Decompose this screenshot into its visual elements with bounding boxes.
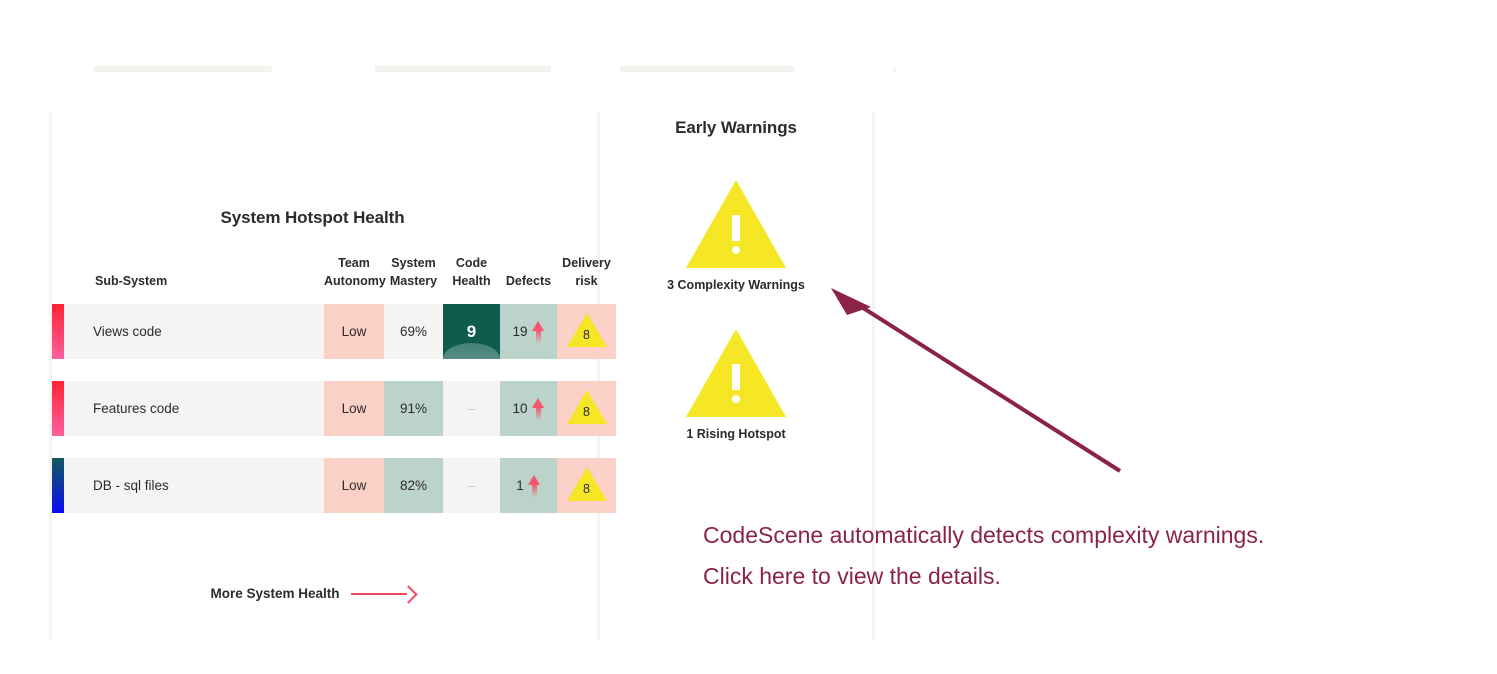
cell-sub-system: Features code <box>64 381 324 437</box>
cell-sub-system: DB - sql files <box>64 458 324 514</box>
delivery-risk-triangle-icon: 8 <box>566 467 607 502</box>
skeleton-bar-4 <box>893 66 896 72</box>
warning-label-rising-hotspot: 1 Rising Hotspot <box>686 427 786 441</box>
cell-team-autonomy: Low <box>324 381 384 437</box>
code-health-score: 9 <box>466 321 477 341</box>
trend-up-icon <box>531 320 545 343</box>
defect-count: 1 <box>516 478 524 494</box>
warning-item-complexity[interactable]: 3 Complexity Warnings <box>600 180 872 292</box>
cell-delivery-risk: 8 <box>557 381 616 437</box>
warning-triangle-icon <box>686 329 786 417</box>
cell-system-mastery: 69% <box>384 304 443 360</box>
delivery-risk-value: 8 <box>583 482 590 497</box>
delivery-risk-triangle-icon: 8 <box>566 313 607 348</box>
arrow-right-icon <box>350 584 418 604</box>
cell-system-mastery: 91% <box>384 381 443 437</box>
skeleton-bar-1 <box>94 66 272 72</box>
table-header-spacer <box>52 254 64 304</box>
more-system-health-link[interactable]: More System Health <box>52 584 573 604</box>
annotation-callout-text: CodeScene automatically detects complexi… <box>703 522 1265 589</box>
trend-up-icon <box>531 397 545 420</box>
delivery-risk-value: 8 <box>583 328 590 343</box>
table-row-spacer <box>52 359 616 381</box>
cell-delivery-risk: 8 <box>557 458 616 514</box>
cell-defects: 19 <box>500 304 557 360</box>
column-header-defects: Defects <box>505 274 552 289</box>
warning-label-complexity: 3 Complexity Warnings <box>667 278 805 292</box>
code-health-empty: – <box>467 478 476 494</box>
defect-count: 10 <box>512 401 528 417</box>
panel-divider-middle <box>597 112 600 640</box>
trend-up-icon <box>527 474 541 497</box>
cell-sub-system: Views code <box>64 304 324 360</box>
cell-system-mastery: 82% <box>384 458 443 514</box>
delivery-risk-value: 8 <box>583 405 590 420</box>
row-color-bar <box>52 458 64 514</box>
column-header-sub-system: Sub-System <box>95 274 168 289</box>
panel-divider-left <box>49 112 52 640</box>
more-system-health-label: More System Health <box>210 586 340 601</box>
skeleton-bar-3 <box>620 66 794 72</box>
cell-code-health: – <box>443 458 500 514</box>
skeleton-bar-2 <box>375 66 551 72</box>
cell-team-autonomy: Low <box>324 304 384 360</box>
early-warnings-title: Early Warnings <box>675 118 797 137</box>
cell-defects: 10 <box>500 381 557 437</box>
warning-triangle-icon <box>686 180 786 268</box>
cell-team-autonomy: Low <box>324 458 384 514</box>
cell-delivery-risk: 8 <box>557 304 616 360</box>
cell-code-health: – <box>443 381 500 437</box>
warning-item-rising-hotspot[interactable]: 1 Rising Hotspot <box>600 329 872 441</box>
defect-count: 19 <box>512 324 528 340</box>
cell-code-health: 9 <box>443 304 500 360</box>
row-color-bar <box>52 304 64 360</box>
page-title: System Hotspot Health <box>220 208 405 227</box>
table-row-spacer <box>52 436 616 458</box>
delivery-risk-triangle-icon: 8 <box>566 390 607 425</box>
cell-defects: 1 <box>500 458 557 514</box>
code-health-empty: – <box>467 401 476 417</box>
early-warnings-panel: Early Warnings 3 Complexity Warnings 1 R… <box>600 112 872 640</box>
row-color-bar <box>52 381 64 437</box>
